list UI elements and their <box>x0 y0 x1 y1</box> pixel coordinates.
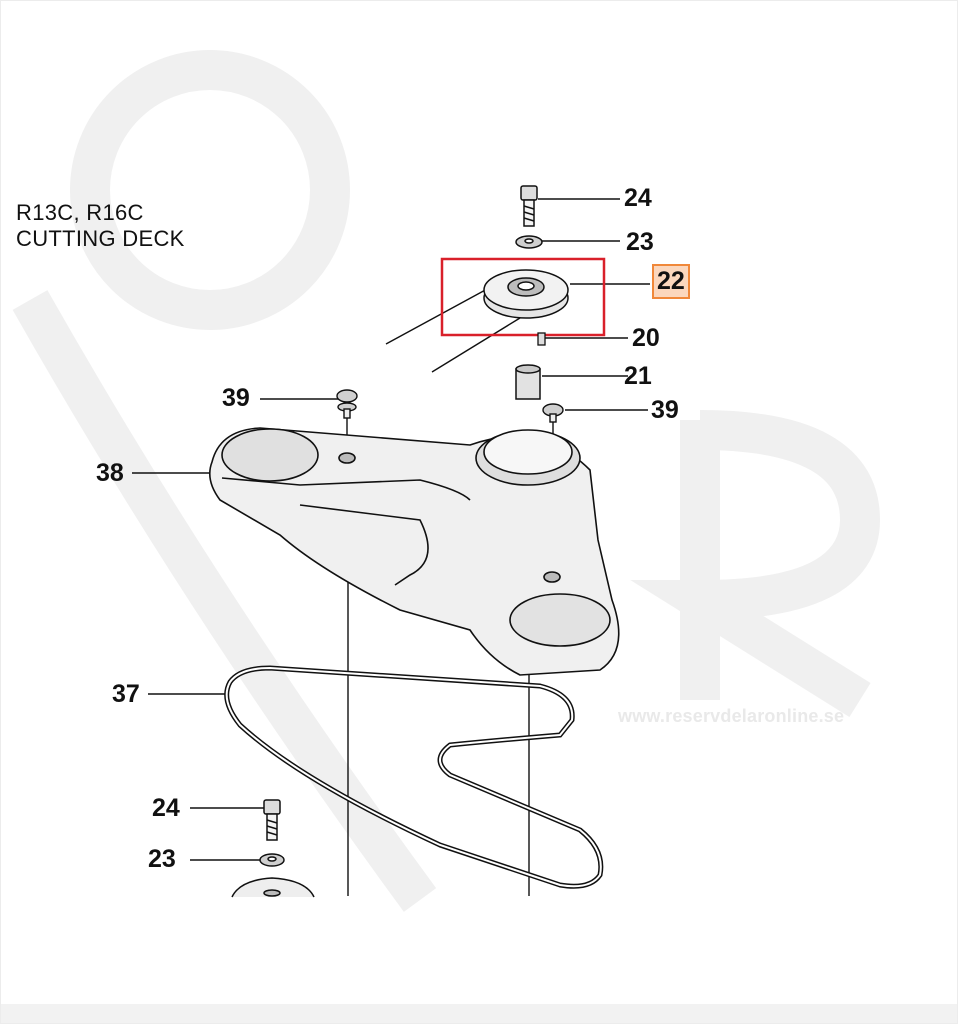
screw-part-left <box>336 389 358 419</box>
key-part <box>537 332 546 346</box>
callout-washer-bottom[interactable]: 23 <box>148 845 176 873</box>
belt-inner-line <box>225 666 602 888</box>
diagram-title-model: R13C, R16C <box>16 200 144 225</box>
callout-screw-right[interactable]: 39 <box>651 396 679 424</box>
bolt-part <box>520 185 538 227</box>
belt-cover-part <box>209 427 620 676</box>
bolt-part-bottom <box>263 799 281 841</box>
callout-pulley-selected[interactable]: 22 <box>652 264 690 299</box>
callout-belt-cover[interactable]: 38 <box>96 459 124 487</box>
callout-belt[interactable]: 37 <box>112 680 140 708</box>
background-watermark-logo <box>12 50 881 912</box>
callout-spacer[interactable]: 21 <box>624 362 652 390</box>
spacer-part <box>515 364 541 400</box>
callout-key[interactable]: 20 <box>632 324 660 352</box>
selection-frame <box>440 257 606 337</box>
callout-screw-left[interactable]: 39 <box>222 384 250 412</box>
washer-part-bottom <box>259 853 285 867</box>
diagram-title-section: CUTTING DECK <box>16 226 185 251</box>
washer-part <box>515 235 543 249</box>
callout-bolt-top[interactable]: 24 <box>624 184 652 212</box>
callout-bolt-bottom[interactable]: 24 <box>152 794 180 822</box>
pulley-part <box>483 269 569 319</box>
bottom-strip <box>0 1004 958 1024</box>
watermark-text: www.reservdelaronline.se <box>618 706 845 726</box>
screw-part-right <box>542 403 564 423</box>
pulley-part-bottom <box>231 877 315 898</box>
callout-washer-top[interactable]: 23 <box>626 228 654 256</box>
